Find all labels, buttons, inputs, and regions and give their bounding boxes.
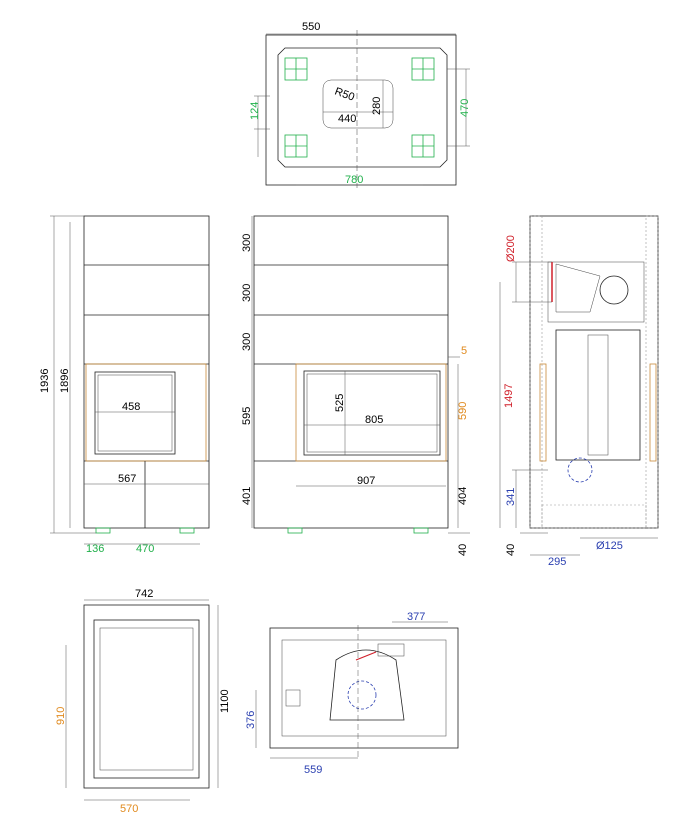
dim-300-c: 300 (241, 333, 253, 351)
dim-570: 570 (120, 803, 138, 815)
dim-780: 780 (345, 174, 363, 186)
base-plan-firebox (329, 649, 405, 721)
top-view-inner-outline (277, 47, 448, 168)
dim-805: 805 (365, 414, 383, 426)
side-view: 805 525 907 300 300 300 595 401 5 590 40… (241, 215, 470, 556)
dim-125: Ø125 (596, 540, 623, 552)
side-view-outline (253, 215, 449, 529)
dim-300-b: 300 (241, 284, 253, 302)
base-plan-view: 377 376 559 (245, 611, 459, 776)
dim-295: 295 (548, 556, 566, 568)
dim-440: 440 (338, 113, 356, 125)
section-view: Ø200 1497 341 40 295 Ø125 (499, 215, 659, 568)
plan-view: 742 1100 910 570 (55, 588, 231, 815)
dim-136: 136 (86, 543, 104, 555)
top-view-outline (265, 34, 457, 186)
dim-595: 595 (241, 407, 253, 425)
dim-341: 341 (505, 488, 517, 506)
dim-458: 458 (122, 401, 140, 413)
dim-1896: 1896 (59, 369, 71, 393)
dim-377: 377 (407, 611, 425, 623)
dim-1497: 1497 (503, 384, 515, 408)
dim-300-a: 300 (241, 234, 253, 252)
front-glass (94, 371, 176, 455)
dim-470: 470 (459, 99, 471, 117)
top-view: 550 440 280 R50 470 124 780 (249, 21, 471, 188)
dim-567: 567 (118, 473, 136, 485)
section-outline (529, 215, 659, 529)
section-air-inlet (567, 457, 593, 483)
dim-1936: 1936 (39, 369, 51, 393)
dim-40-side: 40 (457, 544, 469, 556)
dim-550: 550 (302, 21, 320, 33)
front-door-frame (85, 363, 207, 462)
dim-40-section: 40 (505, 544, 517, 556)
plan-inner (93, 619, 200, 779)
dim-376: 376 (245, 711, 257, 729)
front-view: 458 567 1936 1896 136 470 (39, 215, 210, 555)
dim-flue: Ø200 (505, 235, 517, 262)
section-fan (599, 275, 629, 305)
dim-280: 280 (371, 97, 383, 115)
dim-124: 124 (249, 102, 261, 120)
base-plan-air-inlet (347, 680, 377, 710)
dim-910: 910 (55, 707, 67, 725)
plan-outline (83, 604, 210, 789)
dim-742: 742 (135, 588, 153, 600)
dim-907: 907 (357, 475, 375, 487)
dim-559: 559 (304, 764, 322, 776)
side-glass (303, 370, 441, 456)
dim-404: 404 (457, 487, 469, 505)
dim-401: 401 (241, 487, 253, 505)
dim-1100: 1100 (219, 689, 231, 713)
dim-5: 5 (461, 345, 467, 357)
side-door-frame (295, 363, 447, 462)
section-upper-chamber (547, 261, 645, 323)
dim-590: 590 (457, 402, 469, 420)
top-view-opening (322, 79, 394, 129)
section-firebox (555, 329, 641, 461)
dim-525: 525 (334, 394, 346, 412)
base-plan-outline (269, 627, 459, 749)
dim-470-front: 470 (136, 543, 154, 555)
